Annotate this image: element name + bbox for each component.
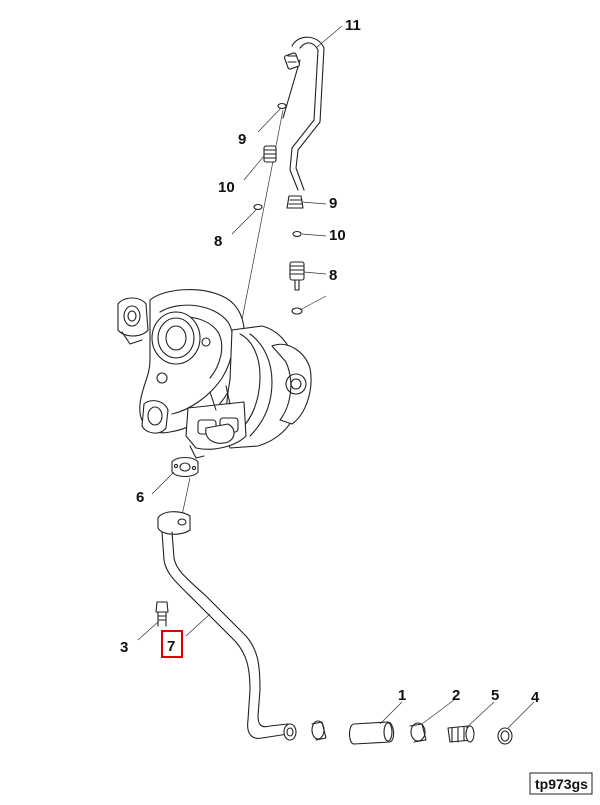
oil-supply-line-upper: [282, 36, 325, 191]
clamp-2-left: [311, 720, 327, 741]
reference-code-box: [529, 772, 593, 795]
callout-9-upper: 9: [238, 131, 246, 148]
callout-3: 3: [120, 639, 128, 656]
callout-2: 2: [452, 687, 460, 704]
callout-8-right: 8: [329, 267, 337, 284]
fitting-10-upper: [263, 145, 277, 163]
callout-7-highlight: [161, 630, 183, 658]
turbocharger: [117, 289, 312, 459]
o-ring-4: [497, 727, 513, 745]
callout-1: 1: [398, 687, 406, 704]
callout-6: 6: [136, 489, 144, 506]
callout-10-right: 10: [329, 227, 346, 244]
washer-9-right: [292, 230, 302, 238]
washer-8-upper: [253, 203, 263, 211]
callout-7: 7: [167, 638, 175, 655]
adapter-5: [447, 725, 475, 743]
callout-5: 5: [491, 687, 499, 704]
callout-9-right: 9: [329, 195, 337, 212]
reference-code: tp973gs: [535, 776, 588, 792]
fitting-10-right: [289, 261, 305, 291]
callout-4: 4: [531, 689, 540, 706]
washer-8-right: [291, 307, 303, 315]
fitting-nut-9-right: [286, 195, 304, 209]
leader-lines: [137, 25, 535, 729]
bolt-3: [155, 601, 169, 627]
clamp-2-right: [409, 722, 427, 743]
hose-1: [348, 721, 395, 745]
callout-10-upper: 10: [218, 179, 235, 196]
washer-9-upper: [277, 102, 287, 110]
callout-11: 11: [345, 17, 361, 34]
oil-drain-tube-7: [157, 511, 297, 741]
gasket-6: [171, 456, 199, 478]
callout-8-upper: 8: [214, 233, 222, 250]
